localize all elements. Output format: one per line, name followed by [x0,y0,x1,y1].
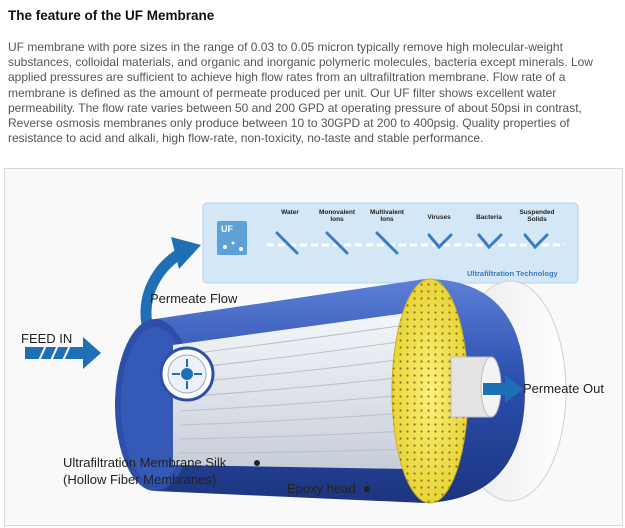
column-label-bacteria: Bacteria [476,214,502,221]
permeate-out-label: Permeate Out [523,381,604,396]
panel-caption: Ultrafiltration Technology [467,269,558,278]
feed-in-arrow [25,337,101,369]
column-label-multivalent-ions: Multivalent Ions [370,209,404,223]
permeate-flow-label: Permeate Flow [150,291,238,306]
column-label-monovalent-ions: Monovalent Ions [318,209,356,223]
feed-in-label: FEED IN [21,331,73,346]
column-label-suspended-solids: Suspended Solids [519,209,555,223]
section-heading: The feature of the UF Membrane [8,8,215,23]
description-paragraph: UF membrane with pore sizes in the range… [8,40,593,146]
membrane-silk-label: Ultrafiltration Membrane Silk [63,455,227,470]
column-label-water: Water [281,209,299,216]
uf-membrane-diagram: UF Water Monovalent Ions Multivalent Ion… [4,168,623,526]
uf-badge: UF [221,224,233,234]
epoxy-head-label: Epoxy head [287,481,356,496]
diagram-illustration [5,169,622,525]
permeate-out-arrow [483,375,523,403]
filtration-panel [202,202,579,284]
hollow-fiber-label: (Hollow Fiber Membranes) [63,472,217,487]
column-label-viruses: Viruses [427,214,451,221]
